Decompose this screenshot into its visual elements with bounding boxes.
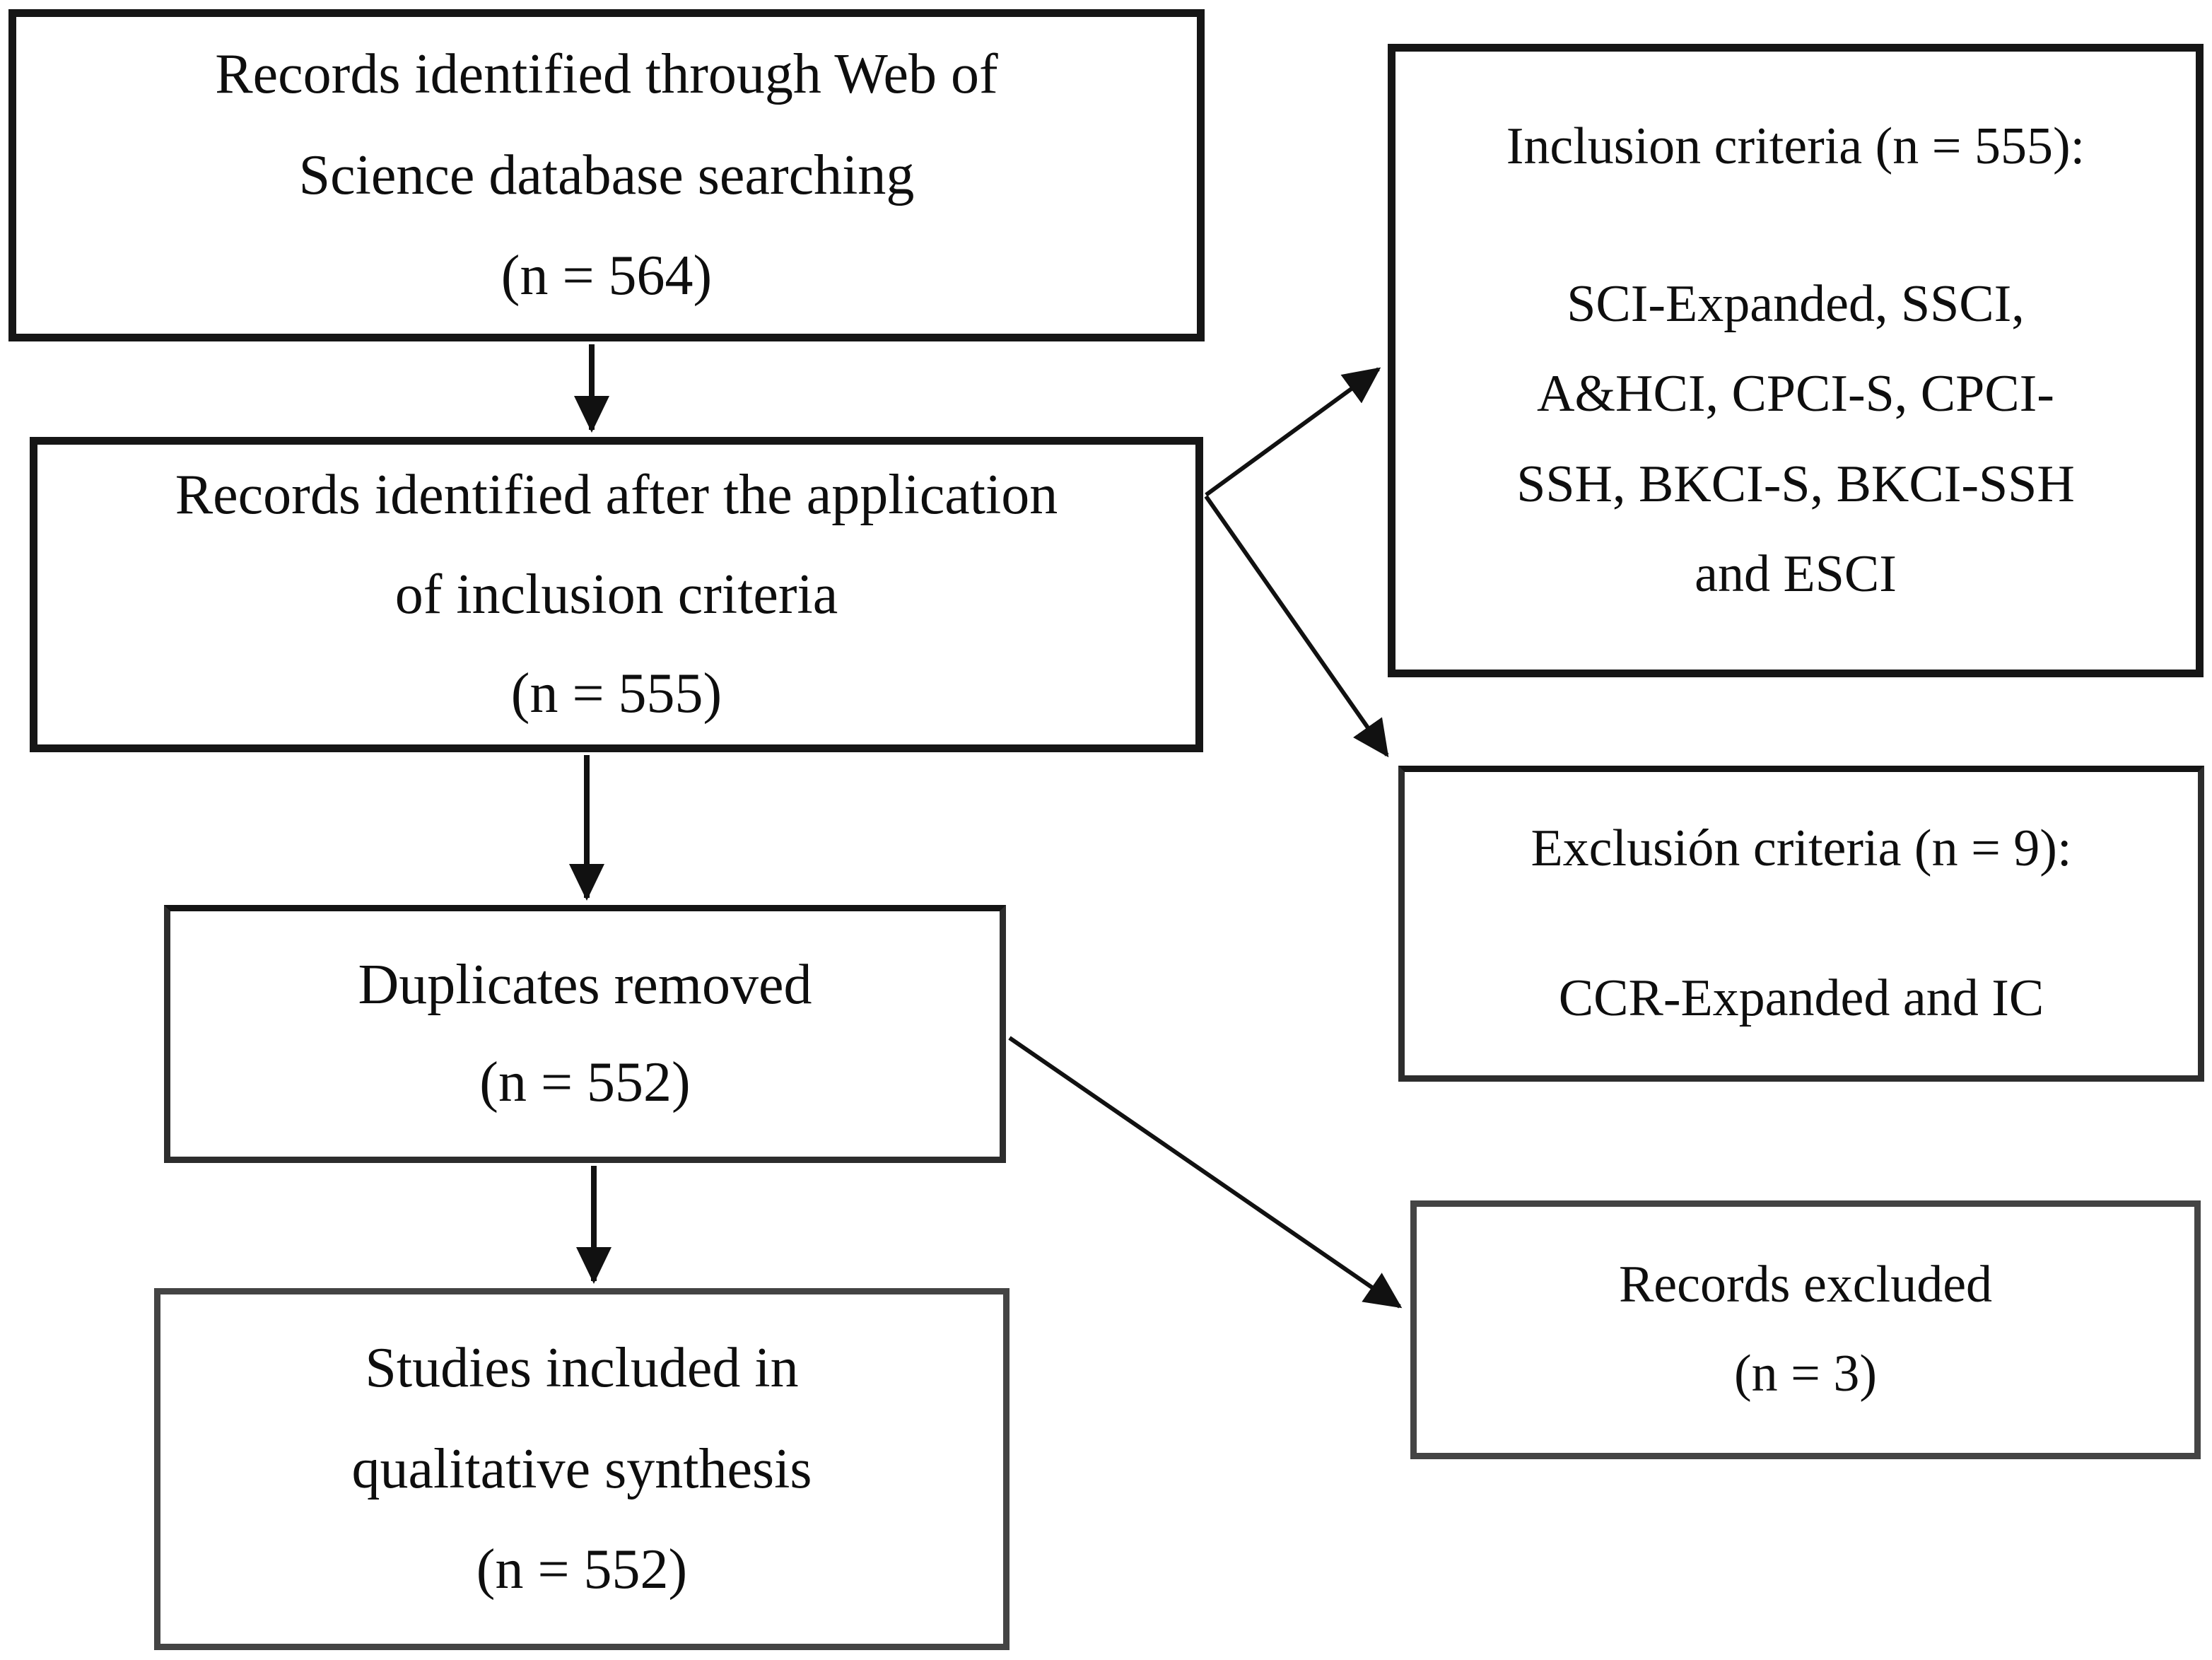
arrow-after-inclusion-to-inclusion-criteria (1205, 367, 1381, 497)
record-count: (n = 564) (501, 245, 713, 308)
text-line: qualitative synthesis (351, 1437, 812, 1500)
text-line: Records identified through Web of (215, 43, 998, 106)
box-records-excluded: Records excluded (n = 3) (1410, 1200, 2201, 1459)
box-exclusion-criteria: Exclusión criteria (n = 9): CCR-Expanded… (1398, 766, 2204, 1082)
box-records-after-inclusion: Records identified after the application… (30, 437, 1203, 752)
criteria-heading: Exclusión criteria (n = 9): (1531, 819, 2072, 878)
text-line: Studies included in (365, 1337, 799, 1400)
text-line: CCR-Expanded and IC (1558, 969, 2044, 1027)
record-count: (n = 552) (479, 1051, 691, 1114)
text-line: SCI-Expanded, SSCI, (1567, 275, 2025, 334)
arrow-after-inclusion-to-exclusion-criteria (1204, 495, 1389, 758)
box-inclusion-criteria: Inclusion criteria (n = 555): SCI-Expand… (1388, 44, 2204, 677)
text-line: Duplicates removed (358, 953, 812, 1016)
text-line: Records identified after the application (175, 463, 1058, 526)
box-studies-included: Studies included in qualitative synthesi… (154, 1288, 1010, 1650)
text-line: and ESCI (1695, 544, 1897, 603)
record-count: (n = 552) (476, 1538, 688, 1601)
record-count: (n = 3) (1733, 1345, 1878, 1403)
text-line: Records excluded (1618, 1256, 1993, 1314)
text-line: A&HCI, CPCI-S, CPCI- (1537, 365, 2054, 423)
box-records-identified: Records identified through Web of Scienc… (8, 9, 1205, 341)
text-line: SSH, BKCI-S, BKCI-SSH (1516, 455, 2075, 513)
text-line: Science database searching (298, 144, 915, 206)
record-count: (n = 555) (510, 662, 722, 725)
text-line: of inclusion criteria (394, 563, 838, 626)
box-duplicates-removed: Duplicates removed (n = 552) (164, 905, 1006, 1163)
arrow-duplicates-to-records-excluded (1008, 1036, 1403, 1309)
criteria-heading: Inclusion criteria (n = 555): (1506, 117, 2085, 175)
